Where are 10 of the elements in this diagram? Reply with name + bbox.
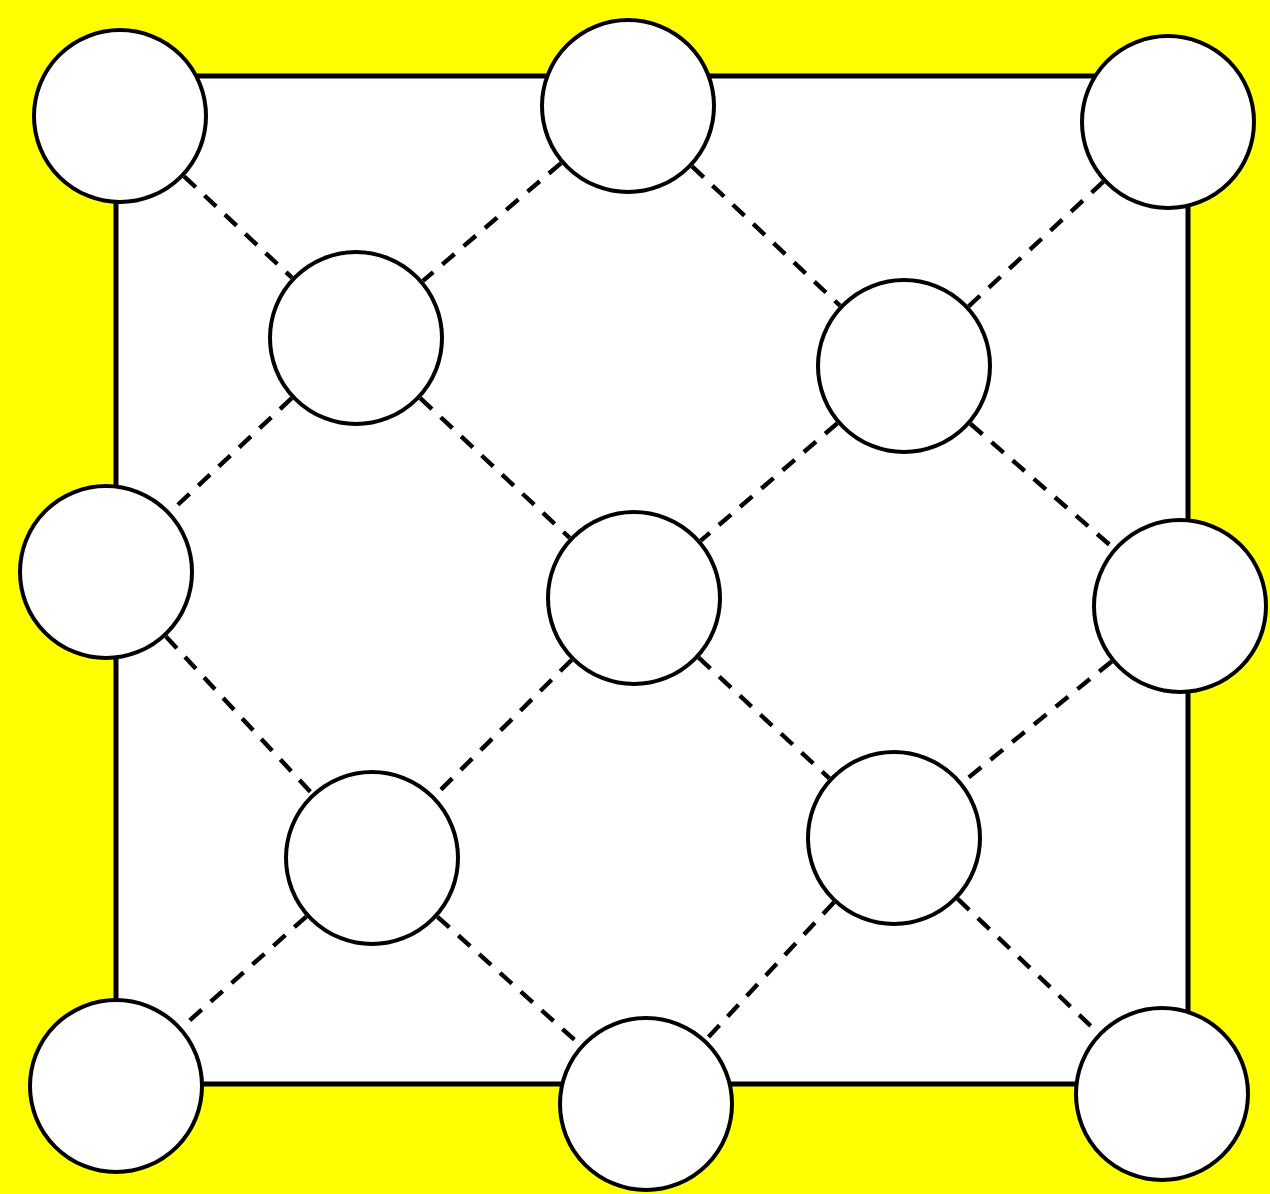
dashed-line (697, 656, 831, 780)
dashed-line (690, 164, 842, 308)
dashed-line (164, 634, 314, 796)
dashed-line (418, 396, 572, 540)
dashed-line (182, 174, 294, 280)
dashed-line (421, 161, 563, 283)
dashed-line (967, 180, 1105, 308)
dashed-line (699, 421, 839, 543)
dashed-line (704, 900, 836, 1042)
dashed-line (968, 422, 1116, 550)
